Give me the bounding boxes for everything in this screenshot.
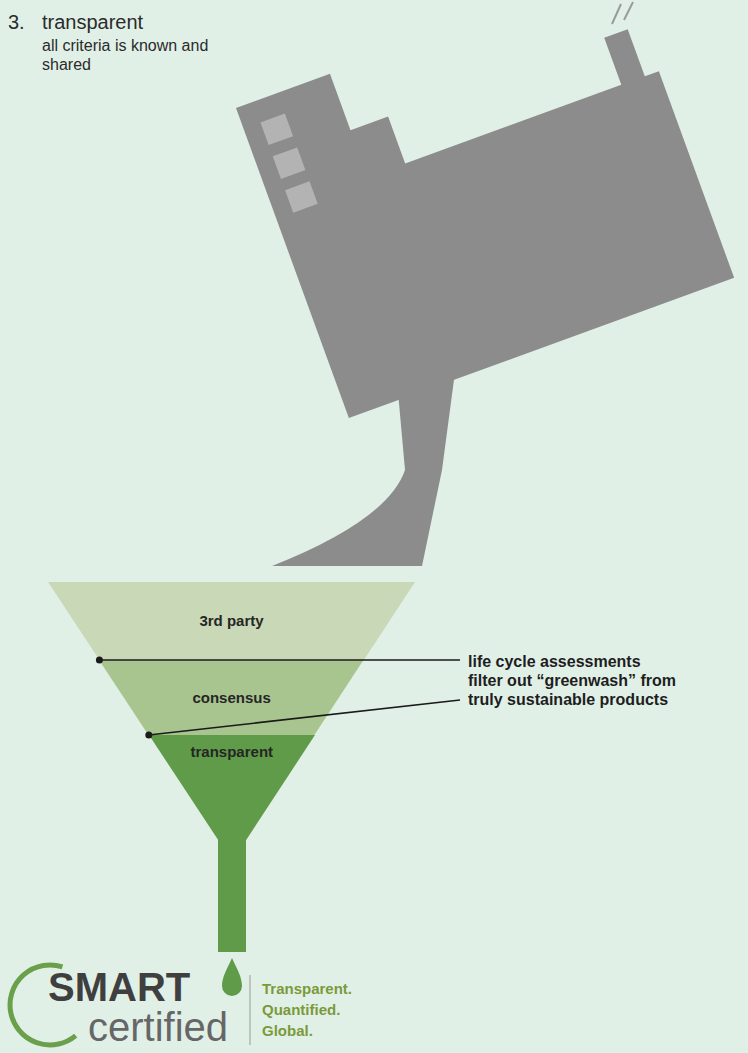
- factory-window: [285, 181, 318, 212]
- leader-line: [149, 700, 460, 735]
- band-label: 3rd party: [48, 612, 415, 630]
- step-number: 3.: [8, 10, 25, 34]
- funnel-band: consensus: [99, 660, 364, 735]
- factory-window: [273, 147, 306, 178]
- logo-tagline: Transparent. Quantified. Global.: [262, 978, 362, 1041]
- band-label: consensus: [99, 689, 364, 707]
- logo-wordmark: SMART: [48, 967, 190, 1007]
- logo-divider: [250, 975, 251, 1045]
- leader-dot: [96, 657, 103, 664]
- logo-subtitle: certified: [88, 1007, 228, 1047]
- funnel-band: transparent: [149, 735, 315, 840]
- factory-body: [236, 0, 734, 418]
- band-fill: [149, 735, 315, 840]
- funnel-band: 3rd party: [48, 582, 415, 660]
- callout-note: life cycle assessments filter out “green…: [468, 652, 678, 709]
- band-fill: [48, 582, 415, 660]
- drop: [222, 958, 242, 996]
- factory-illustration: [236, 0, 734, 566]
- step-description: all criteria is known and shared: [42, 36, 232, 74]
- factory-window: [260, 114, 293, 145]
- leader-line: [99, 659, 460, 661]
- smoke-line: [624, 2, 633, 20]
- smoke-line: [612, 4, 621, 24]
- funnel-stem: [218, 838, 246, 952]
- step-title: transparent: [42, 10, 143, 34]
- band-label: transparent: [149, 743, 315, 761]
- leader-dot: [145, 732, 152, 739]
- factory-spout: [272, 372, 455, 566]
- band-fill: [99, 660, 364, 735]
